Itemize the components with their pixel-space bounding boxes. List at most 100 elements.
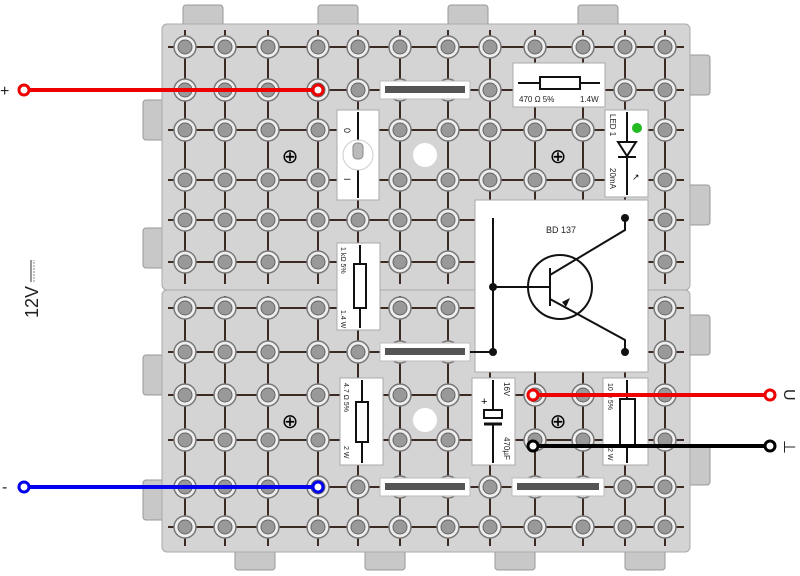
socket-hole[interactable] (653, 296, 677, 320)
socket-hole[interactable] (653, 475, 677, 499)
socket-hole[interactable] (613, 78, 637, 102)
socket-hole[interactable] (613, 515, 637, 539)
socket-hole[interactable] (478, 118, 502, 142)
socket-hole[interactable] (523, 118, 547, 142)
socket-hole[interactable] (613, 35, 637, 59)
socket-hole[interactable] (388, 208, 412, 232)
socket-hole[interactable] (436, 118, 460, 142)
wire-output-ground[interactable] (526, 439, 777, 453)
socket-hole[interactable] (173, 208, 197, 232)
socket-hole[interactable] (213, 35, 237, 59)
socket-hole[interactable] (213, 118, 237, 142)
socket-hole[interactable] (436, 35, 460, 59)
socket-hole[interactable] (306, 168, 330, 192)
socket-hole[interactable] (173, 296, 197, 320)
resistor-470[interactable]: 470 Ω 5% 1.4W (512, 62, 606, 108)
socket-hole[interactable] (653, 168, 677, 192)
socket-hole[interactable] (306, 383, 330, 407)
socket-hole[interactable] (173, 515, 197, 539)
socket-hole[interactable] (436, 428, 460, 452)
socket-hole[interactable] (436, 515, 460, 539)
socket-hole[interactable] (346, 340, 370, 364)
socket-hole[interactable] (523, 35, 547, 59)
socket-hole[interactable] (478, 475, 502, 499)
socket-hole[interactable] (213, 208, 237, 232)
wire-positive[interactable] (17, 83, 325, 97)
socket-hole[interactable] (653, 35, 677, 59)
socket-hole[interactable] (213, 168, 237, 192)
socket-hole[interactable] (653, 78, 677, 102)
jumper-bottom-left[interactable] (379, 477, 471, 497)
socket-hole[interactable] (306, 340, 330, 364)
socket-hole[interactable] (571, 35, 595, 59)
socket-hole[interactable] (478, 78, 502, 102)
resistor-1k[interactable]: 1 kΩ 5% 1.4 W (336, 242, 381, 331)
socket-hole[interactable] (256, 296, 280, 320)
jumper-bottom-right[interactable] (511, 477, 605, 497)
socket-hole[interactable] (653, 208, 677, 232)
socket-hole[interactable] (173, 340, 197, 364)
socket-hole[interactable] (653, 118, 677, 142)
socket-hole[interactable] (213, 515, 237, 539)
capacitor-470uf[interactable]: + 16V 470µF (471, 377, 516, 466)
socket-hole[interactable] (388, 118, 412, 142)
socket-hole[interactable] (653, 250, 677, 274)
led-module[interactable]: ↗ LED 1 20mA (604, 109, 649, 198)
wire-negative[interactable] (17, 480, 325, 494)
socket-hole[interactable] (306, 428, 330, 452)
socket-hole[interactable] (388, 168, 412, 192)
socket-hole[interactable] (256, 340, 280, 364)
socket-hole[interactable] (388, 296, 412, 320)
jumper-middle[interactable] (379, 342, 471, 362)
socket-hole[interactable] (388, 35, 412, 59)
socket-hole[interactable] (256, 383, 280, 407)
socket-hole[interactable] (388, 250, 412, 274)
socket-hole[interactable] (256, 208, 280, 232)
socket-hole[interactable] (346, 475, 370, 499)
socket-hole[interactable] (173, 383, 197, 407)
socket-hole[interactable] (306, 515, 330, 539)
socket-hole[interactable] (346, 78, 370, 102)
transistor-bd137[interactable]: BD 137 (470, 199, 649, 373)
socket-hole[interactable] (523, 515, 547, 539)
socket-hole[interactable] (571, 118, 595, 142)
socket-hole[interactable] (173, 428, 197, 452)
socket-hole[interactable] (613, 475, 637, 499)
socket-hole[interactable] (213, 296, 237, 320)
socket-hole[interactable] (173, 168, 197, 192)
socket-hole[interactable] (306, 296, 330, 320)
resistor-4-7[interactable]: 4.7 Ω 5% 2 W (339, 377, 384, 466)
resistor-10[interactable]: 10 Ω 5% 2 W (602, 377, 649, 466)
socket-hole[interactable] (213, 250, 237, 274)
socket-hole[interactable] (571, 168, 595, 192)
socket-hole[interactable] (173, 35, 197, 59)
jumper-top[interactable] (379, 80, 471, 100)
socket-hole[interactable] (436, 296, 460, 320)
toggle-switch[interactable]: 0 I (336, 109, 380, 201)
socket-hole[interactable] (306, 35, 330, 59)
socket-hole[interactable] (388, 383, 412, 407)
socket-hole[interactable] (523, 168, 547, 192)
socket-hole[interactable] (213, 383, 237, 407)
socket-hole[interactable] (306, 208, 330, 232)
socket-hole[interactable] (388, 428, 412, 452)
socket-hole[interactable] (436, 168, 460, 192)
socket-hole[interactable] (436, 383, 460, 407)
socket-hole[interactable] (256, 35, 280, 59)
socket-hole[interactable] (346, 515, 370, 539)
socket-hole[interactable] (213, 428, 237, 452)
socket-hole[interactable] (436, 250, 460, 274)
socket-hole[interactable] (653, 515, 677, 539)
socket-hole[interactable] (346, 208, 370, 232)
socket-hole[interactable] (478, 35, 502, 59)
socket-hole[interactable] (478, 515, 502, 539)
socket-hole[interactable] (346, 35, 370, 59)
socket-hole[interactable] (436, 208, 460, 232)
socket-hole[interactable] (653, 340, 677, 364)
wire-output-u[interactable] (526, 388, 777, 402)
socket-hole[interactable] (256, 515, 280, 539)
socket-hole[interactable] (388, 515, 412, 539)
socket-hole[interactable] (256, 250, 280, 274)
socket-hole[interactable] (213, 340, 237, 364)
socket-hole[interactable] (173, 250, 197, 274)
